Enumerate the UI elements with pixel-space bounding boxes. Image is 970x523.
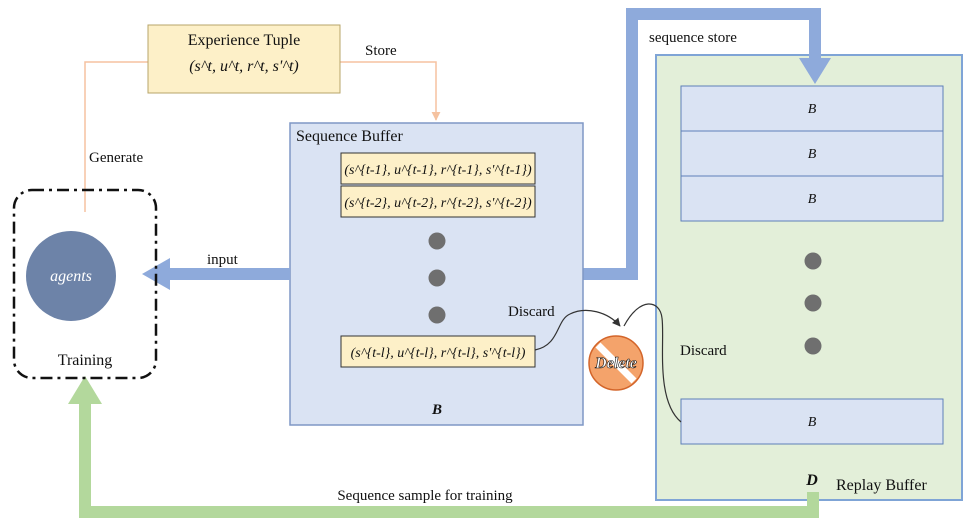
store-label: Store (365, 43, 397, 59)
sequence-store-arrow-head (799, 58, 831, 84)
ellipsis-dot (428, 232, 446, 250)
agents-node (26, 231, 116, 321)
ellipsis-dot (428, 269, 446, 287)
training-label: Training (58, 352, 113, 369)
replay-item-3-text: B (808, 192, 817, 207)
sequence-row-3-text: (s^{t-l}, u^{t-l}, r^{t-l}, s'^{t-l}) (351, 346, 526, 361)
experience-tuple-box (147, 24, 341, 94)
sample-arrow-head (68, 376, 102, 404)
sequence-buffer-title: Sequence Buffer (296, 128, 403, 145)
discard-curve-right (623, 303, 682, 423)
discard-label-left: Discard (508, 304, 555, 320)
training-box (12, 188, 158, 380)
replay-item-4-text: B (808, 415, 817, 430)
sequence-store-label: sequence store (649, 30, 737, 46)
sequence-row-1 (340, 152, 536, 185)
ellipsis-dot (428, 306, 446, 324)
sequence-row-3 (340, 335, 536, 368)
discard-curve-left (534, 309, 621, 351)
generate-line (84, 61, 148, 212)
generate-label: Generate (89, 150, 143, 166)
discard-label-right: Discard (680, 343, 727, 359)
delete-label: Delete (594, 355, 637, 372)
agents-label: agents (50, 268, 92, 285)
experience-title: Experience Tuple (188, 32, 300, 49)
sequence-row-2 (340, 185, 536, 218)
input-label: input (207, 252, 239, 268)
ellipsis-dot (804, 252, 822, 270)
replay-item-2 (680, 130, 944, 177)
replay-item-2-text: B (808, 147, 817, 162)
experience-formula: (s^t, u^t, r^t, s'^t) (189, 58, 299, 75)
sample-arrow-line (79, 402, 819, 518)
sequence-buffer-symbol: B (431, 402, 442, 418)
sequence-store-arrow-line (583, 8, 821, 280)
store-line (340, 61, 441, 121)
ellipsis-dot (804, 294, 822, 312)
replay-buffer-title: Replay Buffer (836, 477, 927, 494)
sample-label: Sequence sample for training (337, 488, 513, 504)
ellipsis-dot (804, 337, 822, 355)
sequence-row-2-text: (s^{t-2}, u^{t-2}, r^{t-2}, s'^{t-2}) (344, 196, 532, 211)
delete-slash (595, 342, 637, 384)
input-arrow-line (168, 268, 290, 280)
replay-buffer-symbol: D (805, 472, 818, 489)
replay-item-1-text: B (808, 102, 817, 117)
replay-item-3 (680, 175, 944, 222)
sequence-row-1-text: (s^{t-1}, u^{t-1}, r^{t-1}, s'^{t-1}) (344, 163, 532, 178)
replay-item-4 (680, 398, 944, 445)
